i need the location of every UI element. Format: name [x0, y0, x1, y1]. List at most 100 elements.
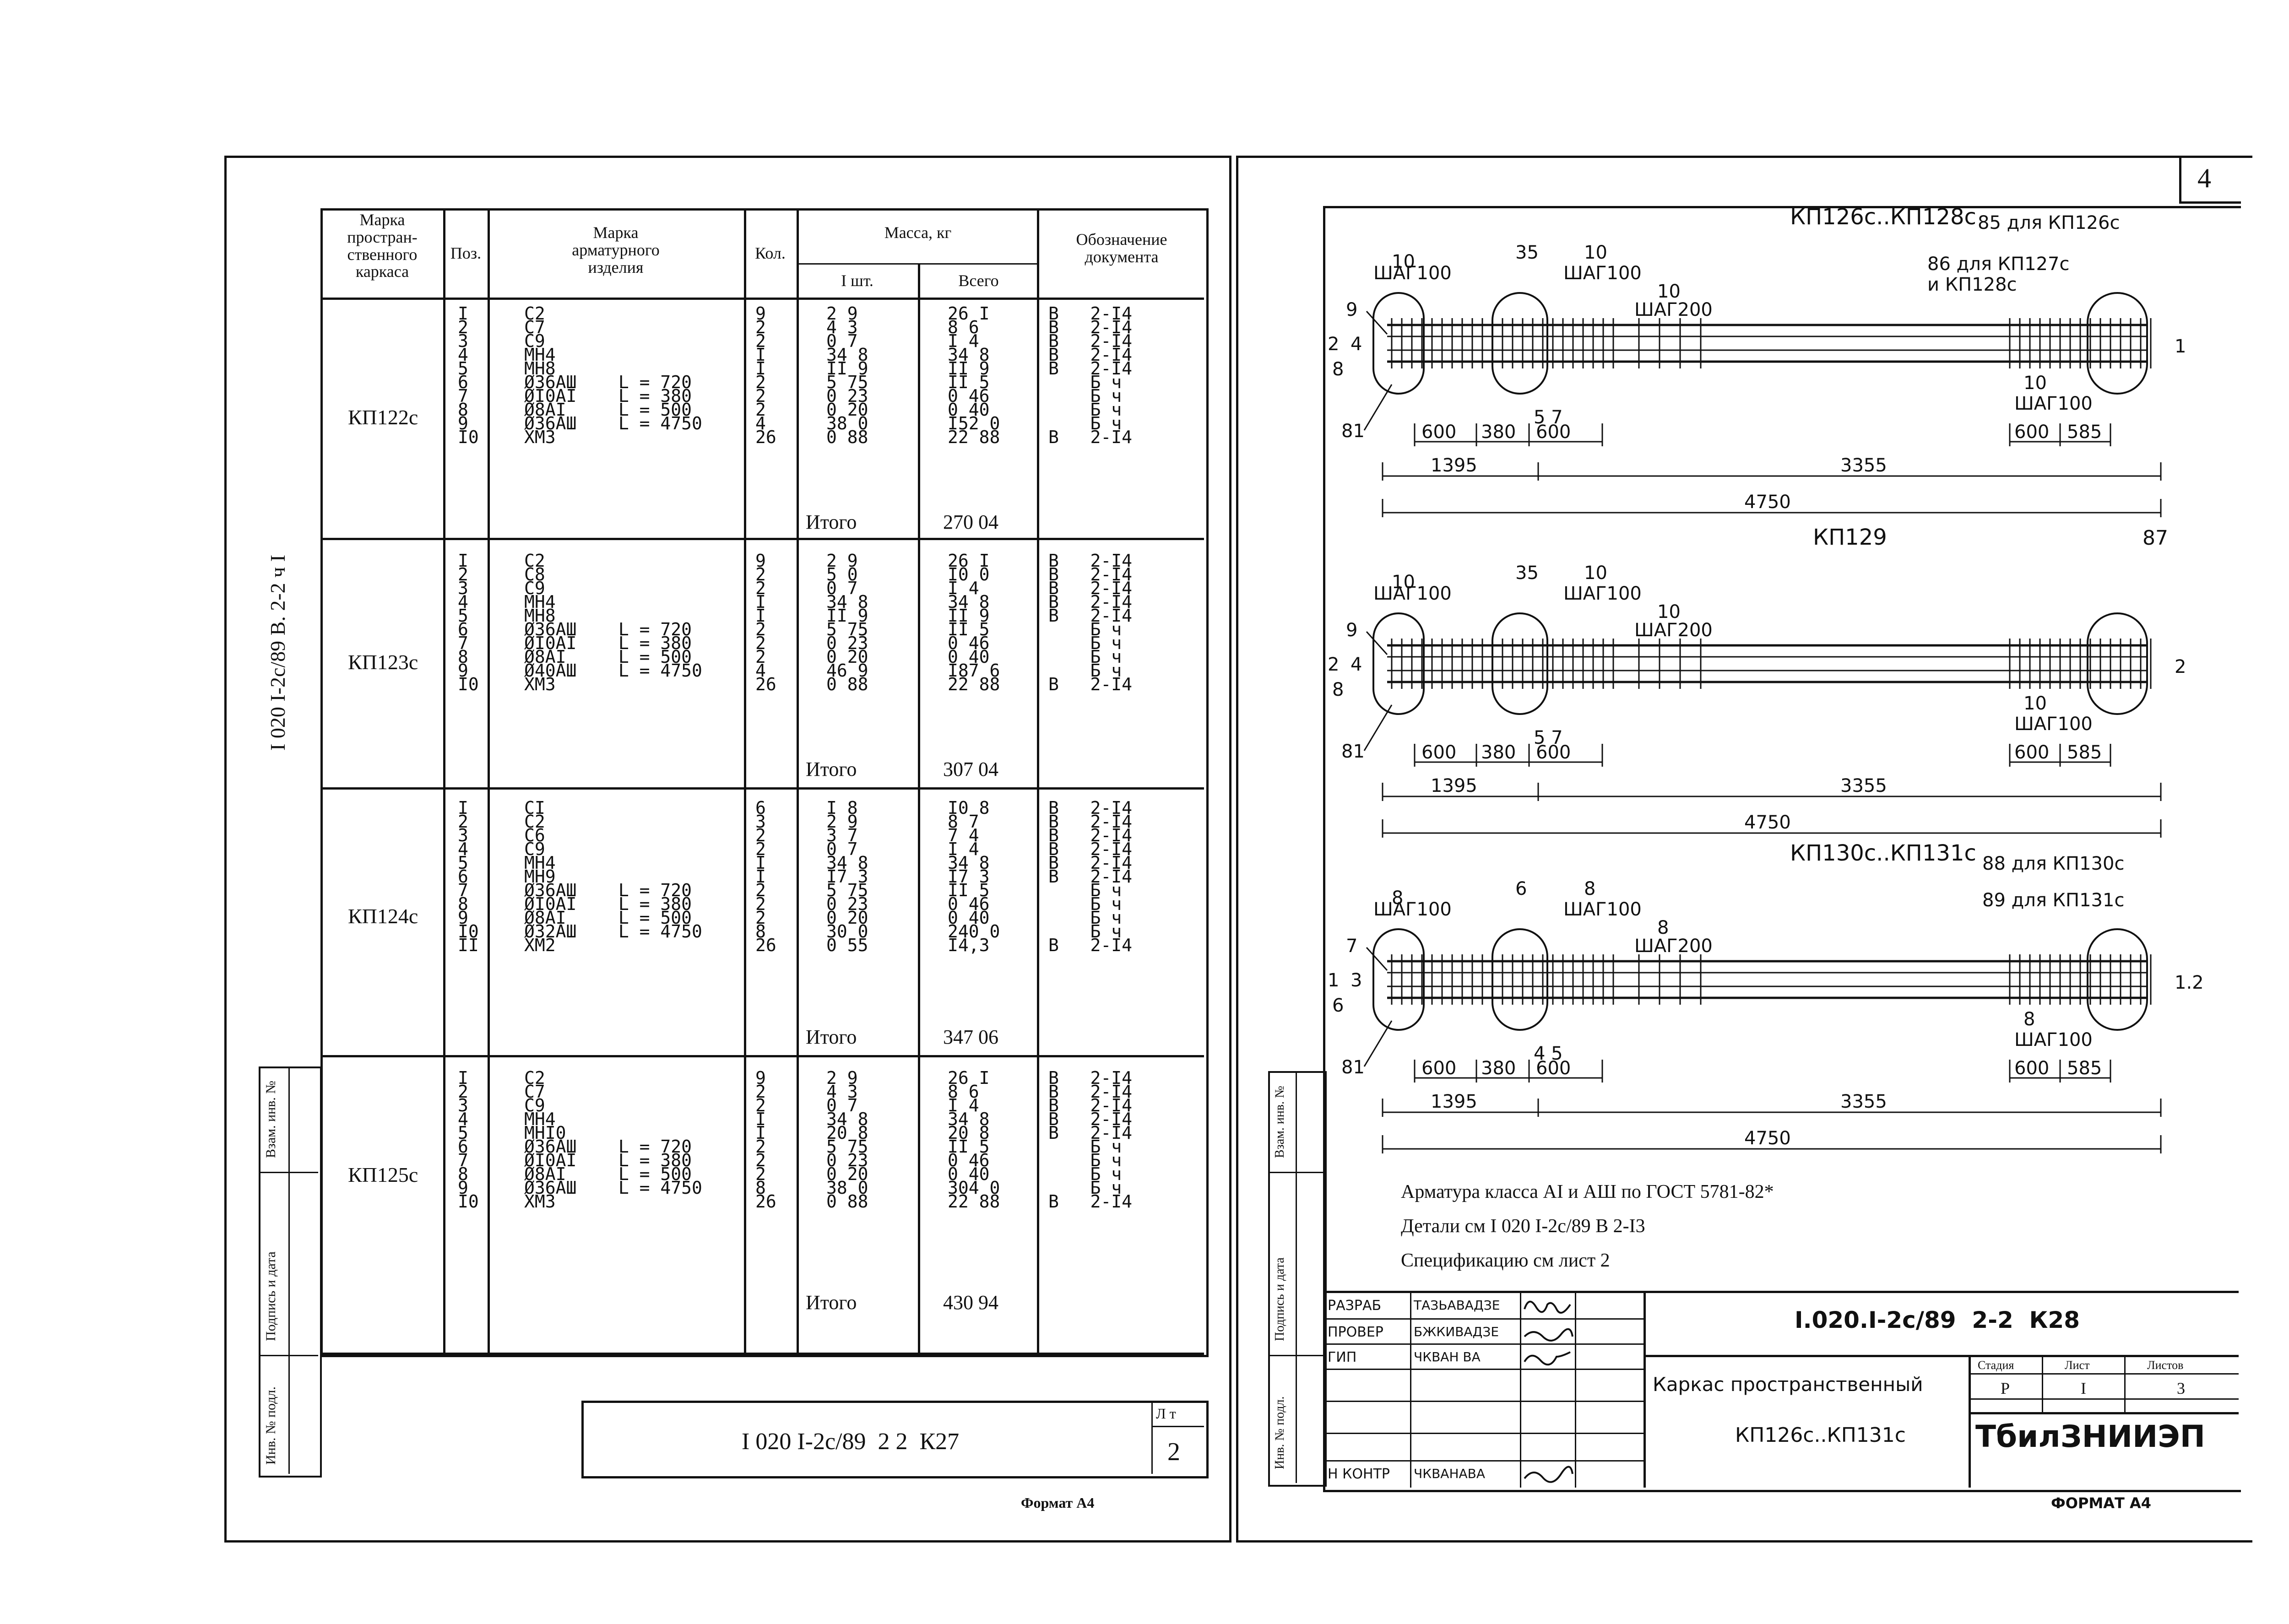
dim-e-2: 585	[2067, 742, 2102, 763]
leader-1	[1363, 384, 1393, 431]
lbl-e-3: 7	[1346, 936, 1357, 957]
dim-c-1: 600	[1536, 422, 1571, 443]
tb-title-2: КП126с..КП131с	[1735, 1424, 1906, 1447]
dim-h-3: 4750	[1744, 1128, 1791, 1149]
header-mass-one: I шт.	[841, 271, 873, 290]
lbl-l-1: 1	[2175, 336, 2186, 357]
mid-oval-1	[1492, 292, 1548, 395]
lbl-l-2: 2	[2175, 656, 2186, 677]
note-details: Детали см I 020 I-2c/89 В 2-I3	[1401, 1216, 1645, 1237]
right-side-stamp	[1268, 1071, 1327, 1487]
lbl-step100c-2: ШАГ100	[2014, 714, 2093, 735]
lbl-b-3: 6	[1515, 878, 1527, 899]
leader-3	[1366, 947, 1388, 971]
lbl-c-2: 10	[1584, 563, 1607, 584]
title-block	[1323, 1291, 2239, 1490]
lbl-d-2: 10	[1657, 601, 1681, 623]
mid-oval-3	[1492, 928, 1548, 1031]
dim-d-3: 600	[2014, 1058, 2049, 1079]
lbl-step200-1: ШАГ200	[1634, 299, 1713, 320]
dim-f-2: 1395	[1431, 775, 1477, 796]
dim-e-3: 585	[2067, 1058, 2102, 1079]
header-item-mark: Марка арматурного изделия	[572, 223, 660, 276]
tb-role-2: ПРОВЕР	[1328, 1324, 1383, 1340]
header-doc: Обозначение документа	[1076, 230, 1167, 266]
lbl-f-1: 2	[1328, 334, 1339, 355]
qty-col-3: 6 3 2 2 I I 2 2 2 8 26	[755, 798, 776, 955]
lbl-h-2: 8	[1332, 679, 1344, 700]
tb-doc-code: I.020.I-2c/89 2-2 К28	[1795, 1307, 2080, 1333]
lbl-d-3: 8	[1657, 917, 1669, 938]
qty-col-2: 9 2 2 I I 2 2 2 4 26	[755, 551, 776, 694]
tb-role-1: РАЗРАБ	[1328, 1298, 1382, 1314]
total-label-2: Итого	[806, 758, 857, 780]
header-mass: Масса, кг	[884, 223, 952, 242]
lbl-g-1: 4	[1351, 334, 1362, 355]
dim-f-1: 1395	[1431, 455, 1477, 476]
left-sheet	[224, 156, 1231, 1543]
doc-col-4: В 2-I4 В 2-I4 В 2-I4 В 2-I4 В 2-I4 Б ч Б…	[1048, 1068, 1133, 1212]
total-4: 430 94	[943, 1291, 998, 1314]
drawing-frame	[1323, 206, 2241, 1492]
lbl-a-2: 10	[1392, 572, 1415, 593]
right-stamp-vzam: Взам. инв. №	[1273, 1086, 1287, 1158]
total-3: 347 06	[943, 1026, 998, 1048]
tb-name-2: БЖКИВАДЗЕ	[1414, 1324, 1499, 1339]
mass-one-col-2: 2 9 5 0 0 7 34 8 II 9 5 75 0 23 0 20 46 …	[826, 551, 868, 694]
view-note-1a: 85 для КП126с	[1978, 212, 2120, 233]
frame-mark-3: КП124с	[348, 904, 418, 928]
mass-all-col-3: I0 8 8 7 7 4 I 4 34 8 I7 3 II 5 0 46 0 4…	[948, 798, 1000, 955]
lbl-k-3: 8	[2023, 1009, 2035, 1030]
left-stamp-sign: Подпись и дата	[263, 1251, 278, 1341]
lbl-b-2: 35	[1515, 563, 1539, 584]
right-stamp-sign: Подпись и дата	[1273, 1257, 1287, 1341]
view-note-1b: 86 для КП127с	[1927, 254, 2069, 275]
pos-col-4: I 2 3 4 5 6 7 8 9 I0	[458, 1068, 479, 1212]
frame-mark-2: КП123с	[348, 650, 418, 674]
total-2: 307 04	[943, 758, 998, 780]
lbl-b-1: 35	[1515, 242, 1539, 263]
lbl-k-1: 10	[2023, 373, 2047, 394]
items-col-3: СI С2 С6 С9 МН4 МН9 Ø36АШ L = 720 ØI0АI …	[524, 798, 702, 955]
lbl-k-2: 10	[2023, 693, 2047, 714]
view-note-3a: 88 для КП130с	[1982, 853, 2124, 874]
header-qty: Кол.	[755, 244, 786, 262]
lbl-step100c-3: ШАГ100	[2014, 1029, 2093, 1050]
lbl-c-1: 10	[1584, 242, 1607, 263]
end-oval-left-3	[1372, 928, 1425, 1031]
tb-sheets: 3	[2177, 1379, 2185, 1397]
mass-one-col-1: 2 9 4 3 0 7 34 8 II 9 5 75 0 23 0 20 38 …	[826, 303, 868, 447]
lbl-step100a-1: ШАГ100	[1373, 263, 1452, 284]
tb-title-1: Каркас пространственный	[1653, 1373, 1923, 1396]
lbl-e-2: 9	[1346, 620, 1357, 641]
pos-col-2: I 2 3 4 5 6 7 8 9 I0	[458, 551, 479, 694]
right-sheet	[1236, 156, 2252, 1543]
tb-role-3: ГИП	[1328, 1349, 1357, 1365]
lbl-step200-2: ШАГ200	[1634, 620, 1713, 641]
lbl-step100a-2: ШАГ100	[1373, 583, 1452, 604]
dim-b-1: 380	[1481, 422, 1516, 443]
note-specification: Спецификацию см лист 2	[1401, 1250, 1610, 1271]
lbl-step100c-1: ШАГ100	[2014, 393, 2093, 414]
dim-b-2: 380	[1481, 742, 1516, 763]
header-frame-mark: Марка простран- ственного каркаса	[347, 211, 418, 281]
view-title-3: КП130с..КП131с	[1790, 840, 1976, 866]
signatures	[1524, 1300, 1573, 1483]
lbl-j-3: 4 5	[1534, 1043, 1563, 1064]
lbl-g-2: 4	[1351, 654, 1362, 675]
dim-a-3: 600	[1421, 1058, 1456, 1079]
dim-g-3: 3355	[1840, 1091, 1887, 1112]
dim-a-1: 600	[1421, 422, 1456, 443]
tb-sheet-header: Лист	[2065, 1359, 2090, 1372]
left-sheet-label: Л т	[1156, 1405, 1176, 1422]
lbl-d-1: 10	[1657, 281, 1681, 302]
lbl-step100b-1: ШАГ100	[1563, 263, 1642, 284]
tb-name-1: ТАЗЬАВАДЗЕ	[1414, 1298, 1500, 1313]
dim-f-3: 1395	[1431, 1091, 1477, 1112]
total-1: 270 04	[943, 511, 998, 533]
header-mass-all: Всего	[958, 271, 999, 290]
right-corner-sheet: 4	[2197, 163, 2211, 193]
right-format: ФОРМАТ А4	[2051, 1494, 2151, 1512]
right-corner-box	[2179, 156, 2241, 204]
